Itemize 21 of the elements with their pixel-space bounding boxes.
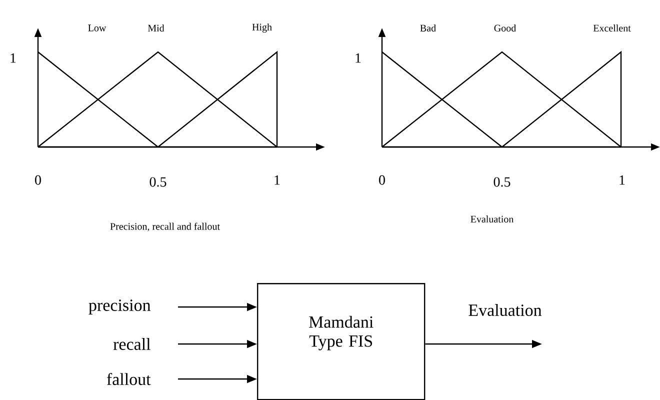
series-label: Good bbox=[494, 24, 516, 32]
series-label: Excellent bbox=[593, 24, 631, 32]
input-label: recall bbox=[113, 338, 150, 350]
process-box: Mamdani Type FIS bbox=[257, 283, 426, 400]
series-label: Low bbox=[88, 24, 106, 32]
input-label: precision bbox=[88, 300, 151, 314]
edge-label: Evaluation bbox=[468, 304, 542, 316]
axis-title: Evaluation bbox=[470, 215, 514, 223]
series-label: Mid bbox=[148, 24, 164, 32]
tick-label: 0.5 bbox=[494, 177, 510, 187]
tick-label: 1 bbox=[620, 175, 625, 185]
tick-label: 1 bbox=[356, 53, 361, 63]
axis-title: Precision, recall and fallout bbox=[110, 222, 220, 232]
input-label: fallout bbox=[106, 372, 151, 386]
tick-label: 0.5 bbox=[150, 177, 166, 187]
series-label: High bbox=[252, 23, 272, 33]
tick-label: 0 bbox=[35, 175, 41, 185]
tick-label: 1 bbox=[274, 175, 280, 185]
tick-label: 1 bbox=[10, 53, 16, 63]
tick-label: 0 bbox=[379, 175, 385, 185]
series-label: Bad bbox=[420, 24, 436, 32]
